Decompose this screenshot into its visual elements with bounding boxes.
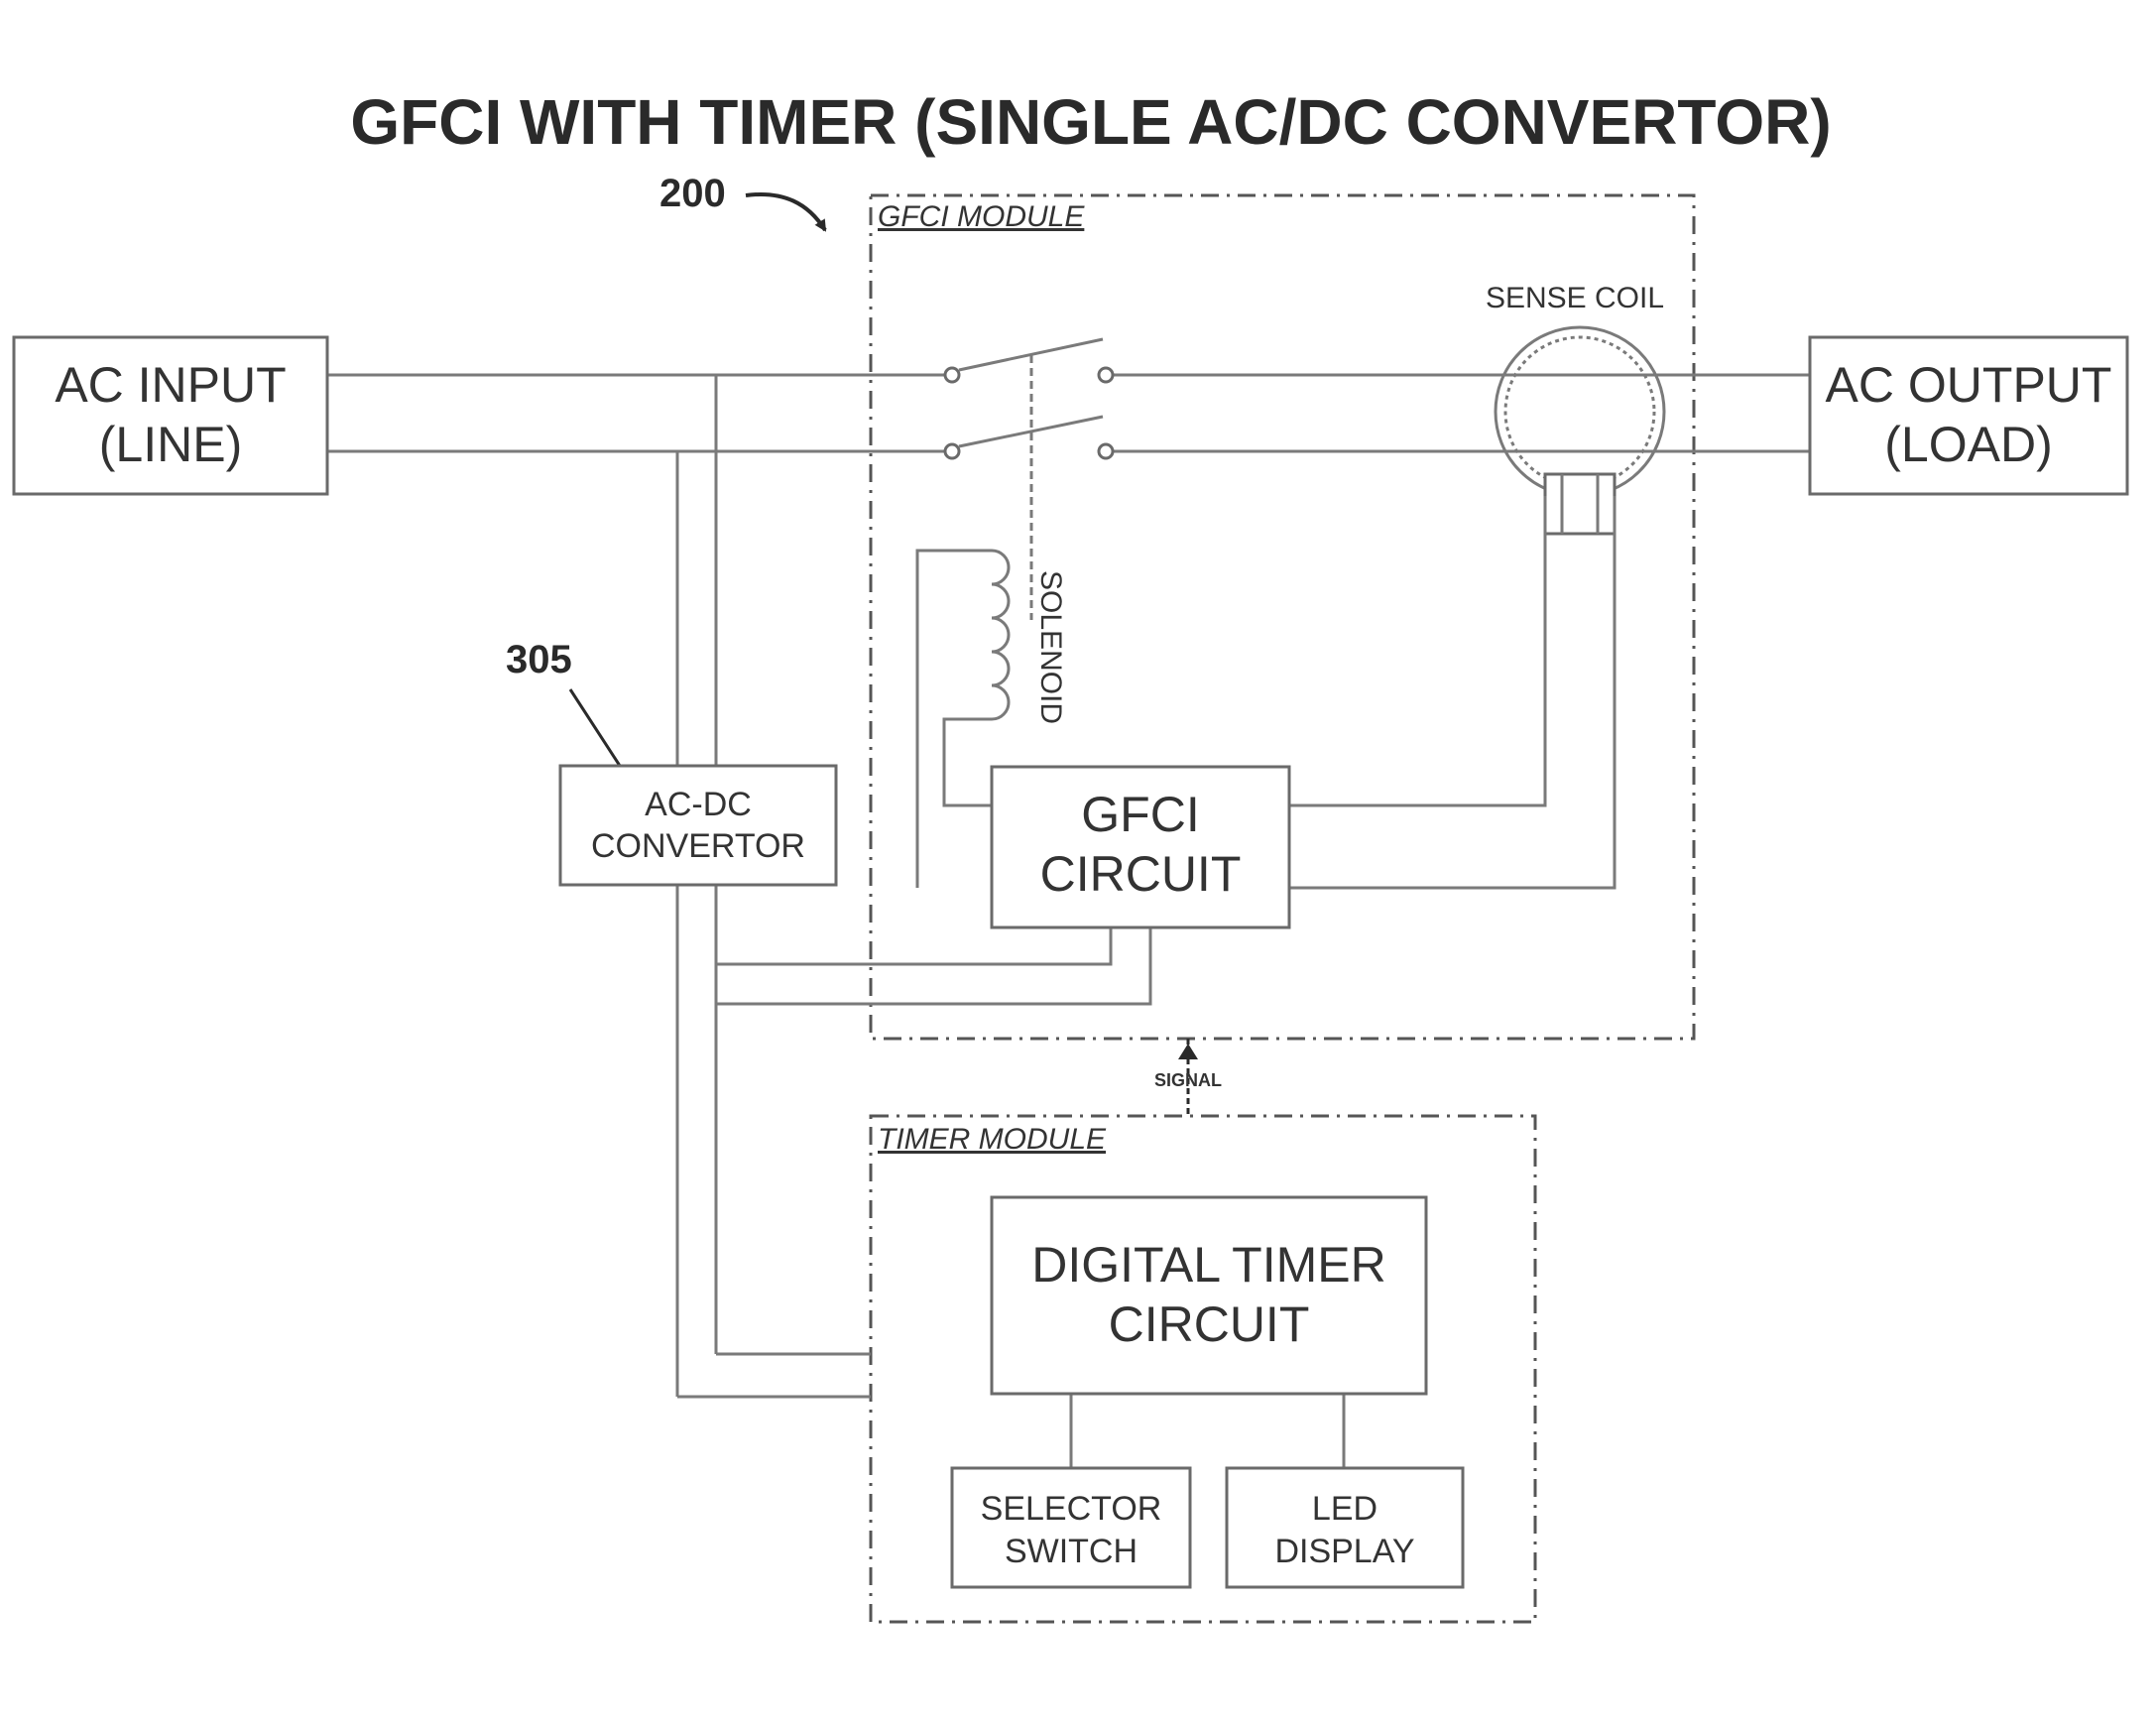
- solenoid-label: SOLENOID: [1034, 570, 1067, 724]
- selector-switch-label-line1: SELECTOR: [981, 1490, 1162, 1528]
- sense-coil-icon: [1289, 327, 1664, 888]
- ac-output-block: AC OUTPUT (LOAD): [1810, 337, 2127, 494]
- acdc-convertor-block: AC-DC CONVERTOR: [560, 766, 836, 885]
- ac-input-label-line1: AC INPUT: [55, 357, 286, 413]
- module-ref-arrow: [746, 194, 825, 230]
- digital-timer-label-line2: CIRCUIT: [1109, 1296, 1310, 1352]
- digital-timer-block: DIGITAL TIMER CIRCUIT: [992, 1197, 1426, 1394]
- gfci-circuit-label-line2: CIRCUIT: [1040, 846, 1242, 902]
- signal-label: SIGNAL: [1154, 1070, 1222, 1090]
- acdc-label-line1: AC-DC: [645, 786, 752, 823]
- ac-input-label-line2: (LINE): [99, 417, 242, 472]
- gfci-supply-wires: [716, 927, 1150, 1004]
- timer-module-label: TIMER MODULE: [878, 1123, 1107, 1156]
- diagram-title: GFCI WITH TIMER (SINGLE AC/DC CONVERTOR): [350, 86, 1831, 158]
- sense-coil-label: SENSE COIL: [1486, 282, 1664, 314]
- convertor-ref-leader: [570, 689, 620, 766]
- led-display-label-line1: LED: [1312, 1490, 1377, 1528]
- ac-output-label-line1: AC OUTPUT: [1826, 357, 2112, 413]
- selector-switch-block: SELECTOR SWITCH: [952, 1468, 1190, 1587]
- acdc-label-line2: CONVERTOR: [591, 827, 805, 865]
- ac-output-label-line2: (LOAD): [1884, 417, 2052, 472]
- signal-arrow-icon: [1178, 1044, 1198, 1059]
- led-display-block: LED DISPLAY: [1227, 1468, 1463, 1587]
- gfci-circuit-block: GFCI CIRCUIT: [992, 767, 1289, 927]
- gfci-circuit-label-line1: GFCI: [1081, 787, 1199, 842]
- convertor-ref-numeral: 305: [506, 638, 572, 681]
- module-ref-numeral: 200: [659, 172, 726, 215]
- led-display-label-line2: DISPLAY: [1274, 1533, 1414, 1570]
- selector-switch-label-line2: SWITCH: [1005, 1533, 1138, 1570]
- digital-timer-label-line1: DIGITAL TIMER: [1031, 1237, 1385, 1293]
- relay-contacts: [945, 339, 1113, 620]
- gfci-module-label: GFCI MODULE: [878, 200, 1085, 233]
- ac-input-block: AC INPUT (LINE): [14, 337, 327, 494]
